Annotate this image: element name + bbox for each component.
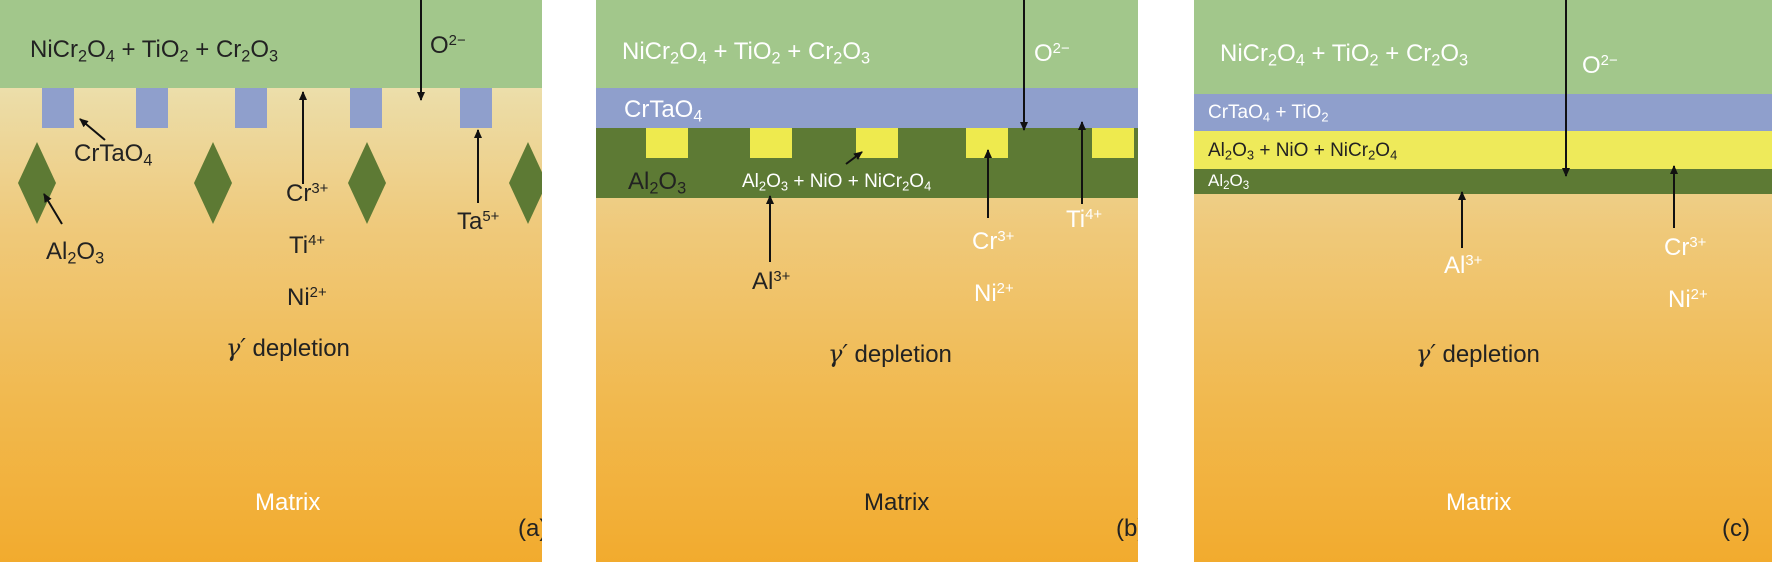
crtao4-particle xyxy=(235,88,267,128)
mixed-oxide-label: Al2O3 + NiO + NiCr2O4 xyxy=(1208,140,1398,163)
crtao4-layer xyxy=(596,88,1138,128)
matrix-label: Matrix xyxy=(255,489,321,516)
panel-c: NiCr2O4 + TiO2 + Cr2O3 O2− CrTaO4 + TiO2… xyxy=(1194,0,1772,562)
oxygen-ion-label: O2− xyxy=(1582,52,1618,79)
panel-b: NiCr2O4 + TiO2 + Cr2O3 O2− CrTaO4 Al2O3 … xyxy=(596,0,1138,562)
ni-ion-label: Ni2+ xyxy=(287,284,327,311)
top-oxide-layer xyxy=(596,0,1138,88)
gamma-depletion-label: γ′ depletion xyxy=(828,340,952,368)
diffusion-arrows xyxy=(1458,0,1678,248)
matrix-label: Matrix xyxy=(1446,489,1512,516)
top-oxide-label: NiCr2O4 + TiO2 + Cr2O3 xyxy=(30,36,279,66)
al-ion-label: Al3+ xyxy=(1444,252,1483,279)
matrix-label: Matrix xyxy=(864,489,930,516)
oxygen-ion-label: O2− xyxy=(430,32,466,59)
al2o3-particle xyxy=(18,142,56,224)
cr-ion-label: Cr3+ xyxy=(1664,234,1707,261)
diffusion-arrows xyxy=(43,0,482,225)
gamma-depletion-label: γ′ depletion xyxy=(1416,340,1540,368)
top-oxide-label: NiCr2O4 + TiO2 + Cr2O3 xyxy=(622,38,871,68)
gamma-depletion-label: γ′ depletion xyxy=(226,334,350,362)
al2o3-particle xyxy=(509,142,542,224)
mixed-oxide-particle xyxy=(856,128,898,158)
ti-ion-label: Ti4+ xyxy=(289,232,326,259)
top-oxide-layer xyxy=(0,0,542,88)
mixed-oxide-particle xyxy=(646,128,688,158)
cr-ion-label: Cr3+ xyxy=(972,228,1015,255)
al2o3-layer-label: Al2O3 xyxy=(1208,171,1250,193)
crtao4-layer-label: CrTaO4 xyxy=(624,96,703,126)
mixed-oxide-particle xyxy=(750,128,792,158)
panel-label: (a) xyxy=(518,515,542,542)
crtao4-particle xyxy=(42,88,74,128)
crtao4-label: CrTaO4 xyxy=(74,140,153,170)
mixed-oxide-label: Al2O3 + NiO + NiCr2O4 xyxy=(742,171,932,194)
ta-ion-label: Ta5+ xyxy=(457,208,500,235)
panel-a: NiCr2O4 + TiO2 + Cr2O3 O2− CrTaO4 Al2O3 … xyxy=(0,0,542,562)
mixed-oxide-particle xyxy=(1092,128,1134,158)
mixed-oxide-layer xyxy=(1194,131,1772,169)
diffusion-arrows xyxy=(766,0,1086,262)
crtao4-tio2-layer xyxy=(1194,94,1772,131)
al2o3-layer-label: Al2O3 xyxy=(628,168,687,198)
cr-ion-label: Cr3+ xyxy=(286,180,329,207)
ni-ion-label: Ni2+ xyxy=(974,280,1014,307)
crtao4-particle xyxy=(350,88,382,128)
panel-label: (c) xyxy=(1722,515,1750,542)
crtao4-particle xyxy=(136,88,168,128)
al2o3-label: Al2O3 xyxy=(46,238,105,268)
ni-ion-label: Ni2+ xyxy=(1668,286,1708,313)
al2o3-particle xyxy=(348,142,386,224)
oxygen-ion-label: O2− xyxy=(1034,40,1070,67)
al-ion-label: Al3+ xyxy=(752,268,791,295)
al2o3-particle xyxy=(194,142,232,224)
ti-ion-label: Ti4+ xyxy=(1066,206,1103,233)
crtao4-particle xyxy=(460,88,492,128)
top-oxide-layer xyxy=(1194,0,1772,94)
crtao4-tio2-label: CrTaO4 + TiO2 xyxy=(1208,102,1329,125)
top-oxide-label: NiCr2O4 + TiO2 + Cr2O3 xyxy=(1220,40,1469,70)
panel-label: (b) xyxy=(1116,515,1138,542)
